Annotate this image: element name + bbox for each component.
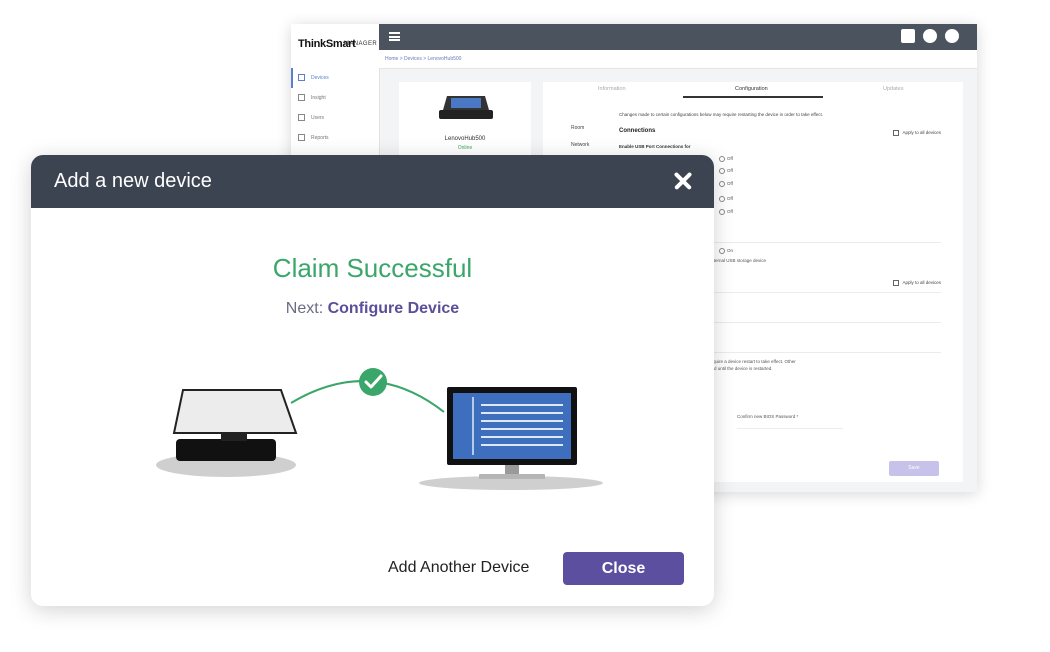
add-another-device-link[interactable]: Add Another Device — [388, 559, 530, 576]
app-logo: ThinkSmart MANAGER — [291, 24, 380, 69]
select-field[interactable] — [693, 322, 941, 323]
checkmark-icon — [359, 368, 387, 396]
user-avatar[interactable] — [945, 29, 959, 43]
hamburger-menu-icon[interactable] — [389, 32, 400, 41]
sidebar-item-devices[interactable]: Devices — [291, 68, 379, 88]
divider — [693, 352, 941, 353]
on-radio[interactable]: On — [719, 248, 733, 254]
add-device-modal: Add a new device Claim Successful Next: … — [31, 155, 714, 606]
off-radio[interactable]: Off — [719, 181, 733, 187]
tab-bar: Information Configuration Updates — [543, 82, 963, 98]
divider — [693, 242, 941, 243]
sidebar-item-label: Reports — [311, 135, 329, 141]
close-button[interactable]: Close — [563, 552, 684, 585]
section-room[interactable]: Room — [571, 125, 585, 131]
sidebar-item-reports[interactable]: Reports — [291, 128, 379, 148]
tab-updates[interactable]: Updates — [883, 86, 904, 92]
off-radio[interactable]: Off — [719, 156, 733, 162]
off-radio[interactable]: Off — [719, 196, 733, 202]
divider — [693, 292, 941, 293]
breadcrumb[interactable]: Home > Devices > LenovoHub500 — [379, 50, 977, 69]
close-icon[interactable] — [670, 168, 696, 194]
restart-warning-2: ged until the device is restarted. — [709, 366, 773, 371]
help-icon[interactable] — [923, 29, 937, 43]
bios-password-field[interactable] — [737, 428, 843, 429]
device-status: Online — [457, 145, 473, 151]
app-topbar — [379, 24, 977, 50]
device-name: LenovoHub500 — [444, 136, 486, 142]
apply-all-checkbox[interactable]: Apply to all devices — [893, 280, 941, 286]
configure-device-link[interactable]: Configure Device — [327, 300, 460, 317]
save-button[interactable]: Save — [889, 461, 939, 476]
sidebar-item-insight[interactable]: Insight — [291, 88, 379, 108]
device-connection-illustration — [156, 368, 603, 490]
monitor-icon — [298, 74, 305, 82]
device-thumbnail — [439, 96, 493, 119]
sidebar-item-label: Devices — [311, 75, 329, 81]
modal-title: Add a new device — [54, 170, 212, 192]
next-label: Next: — [285, 300, 324, 317]
active-tab-indicator — [683, 96, 823, 98]
notification-icon[interactable] — [901, 29, 915, 43]
bios-label: Confirm new BIOS Password * — [737, 414, 799, 419]
sidebar-item-users[interactable]: Users — [291, 108, 379, 128]
storage-note: external USB storage device — [709, 258, 767, 263]
logo-subtitle: MANAGER — [344, 41, 378, 47]
computer-monitor-icon — [419, 387, 603, 490]
restart-note: Changes made to certain configurations b… — [619, 112, 824, 117]
hub-device-icon — [156, 389, 298, 477]
device-card[interactable]: LenovoHub500 Online — [399, 82, 531, 158]
sidebar-item-label: Users — [311, 115, 325, 121]
restart-warning: require a device restart to take effect.… — [709, 359, 796, 364]
apply-all-checkbox[interactable]: Apply to all devices — [893, 130, 941, 136]
tab-configuration[interactable]: Configuration — [735, 86, 768, 92]
user-icon — [298, 114, 305, 122]
next-step-line: Next: Configure Device — [31, 300, 714, 318]
logo-wordmark: ThinkSmart — [298, 38, 356, 50]
off-radio[interactable]: Off — [719, 168, 733, 174]
usb-label: Enable USB Port Connections for — [619, 144, 691, 149]
claim-heading: Claim Successful — [272, 253, 473, 283]
sidebar-item-label: Insight — [311, 95, 326, 101]
modal-header: Add a new device — [31, 155, 714, 208]
tab-information[interactable]: Information — [598, 86, 626, 92]
insight-icon — [298, 94, 305, 102]
off-radio[interactable]: Off — [719, 209, 733, 215]
report-icon — [298, 134, 305, 142]
connections-heading: Connections — [619, 128, 656, 134]
section-network[interactable]: Network — [571, 142, 590, 148]
